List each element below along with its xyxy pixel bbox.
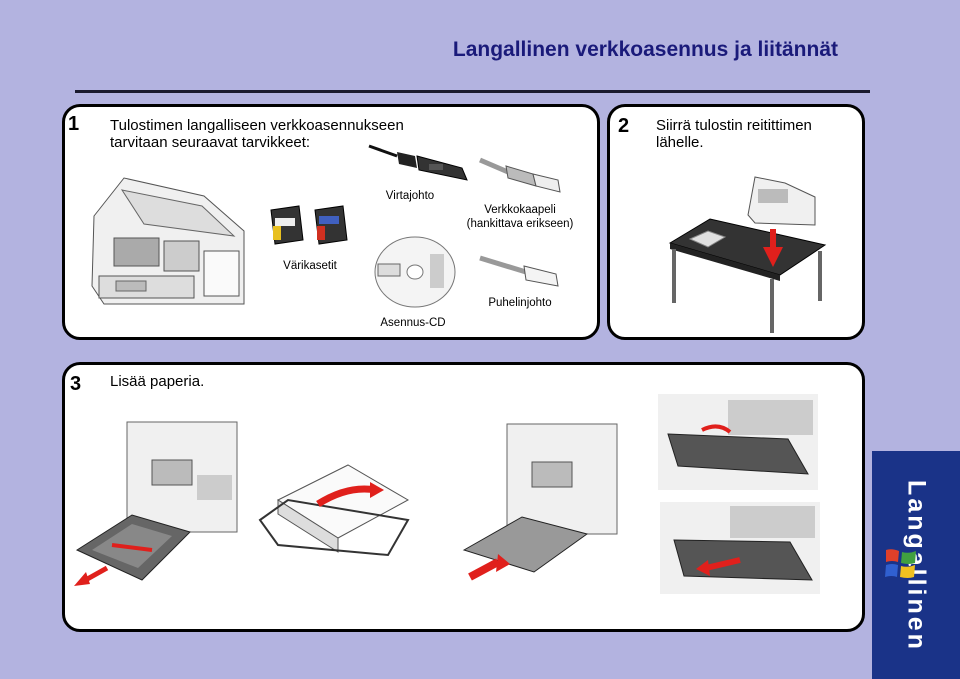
power-cord-image (368, 144, 468, 181)
output-tray-detail-top (658, 394, 818, 490)
output-tray-detail-bottom (660, 502, 820, 594)
step-number-2: 2 (618, 115, 630, 137)
title-divider (75, 90, 870, 93)
install-cd-label: Asennus-CD (380, 317, 446, 329)
printer-tray-insert-illustration (462, 423, 618, 581)
network-cable-image (479, 157, 561, 193)
power-cord-label: Virtajohto (385, 190, 435, 202)
network-cable-label-2: (hankittava erikseen) (466, 218, 574, 230)
step1-text-line2: tarvitaan seuraavat tarvikkeet: (110, 134, 311, 151)
table-router-illustration (668, 176, 827, 333)
step-number-1: 1 (68, 113, 80, 135)
network-cable-label-1: Verkkokaapeli (484, 204, 556, 216)
phone-cord-image (479, 255, 559, 287)
step2-text-line1: Siirrä tulostin reitittimen (656, 117, 812, 134)
step-number-3: 3 (70, 373, 82, 395)
step3-text: Lisää paperia. (110, 373, 205, 390)
step2-text-line2: lähelle. (656, 134, 704, 151)
phone-cord-label: Puhelinjohto (488, 297, 552, 309)
cartridges-label: Värikasetit (283, 260, 337, 272)
ink-cartridges-image (270, 205, 348, 245)
printer-tray-pull-illustration (74, 421, 238, 586)
paper-stack-illustration (258, 464, 410, 557)
printer-illustration (91, 177, 245, 305)
windows-logo-icon (885, 549, 916, 578)
step1-text-line1: Tulostimen langalliseen verkkoasennuksee… (110, 117, 404, 134)
install-cd-image (374, 236, 456, 308)
page-title: Langallinen verkkoasennus ja liitännät (452, 38, 838, 61)
